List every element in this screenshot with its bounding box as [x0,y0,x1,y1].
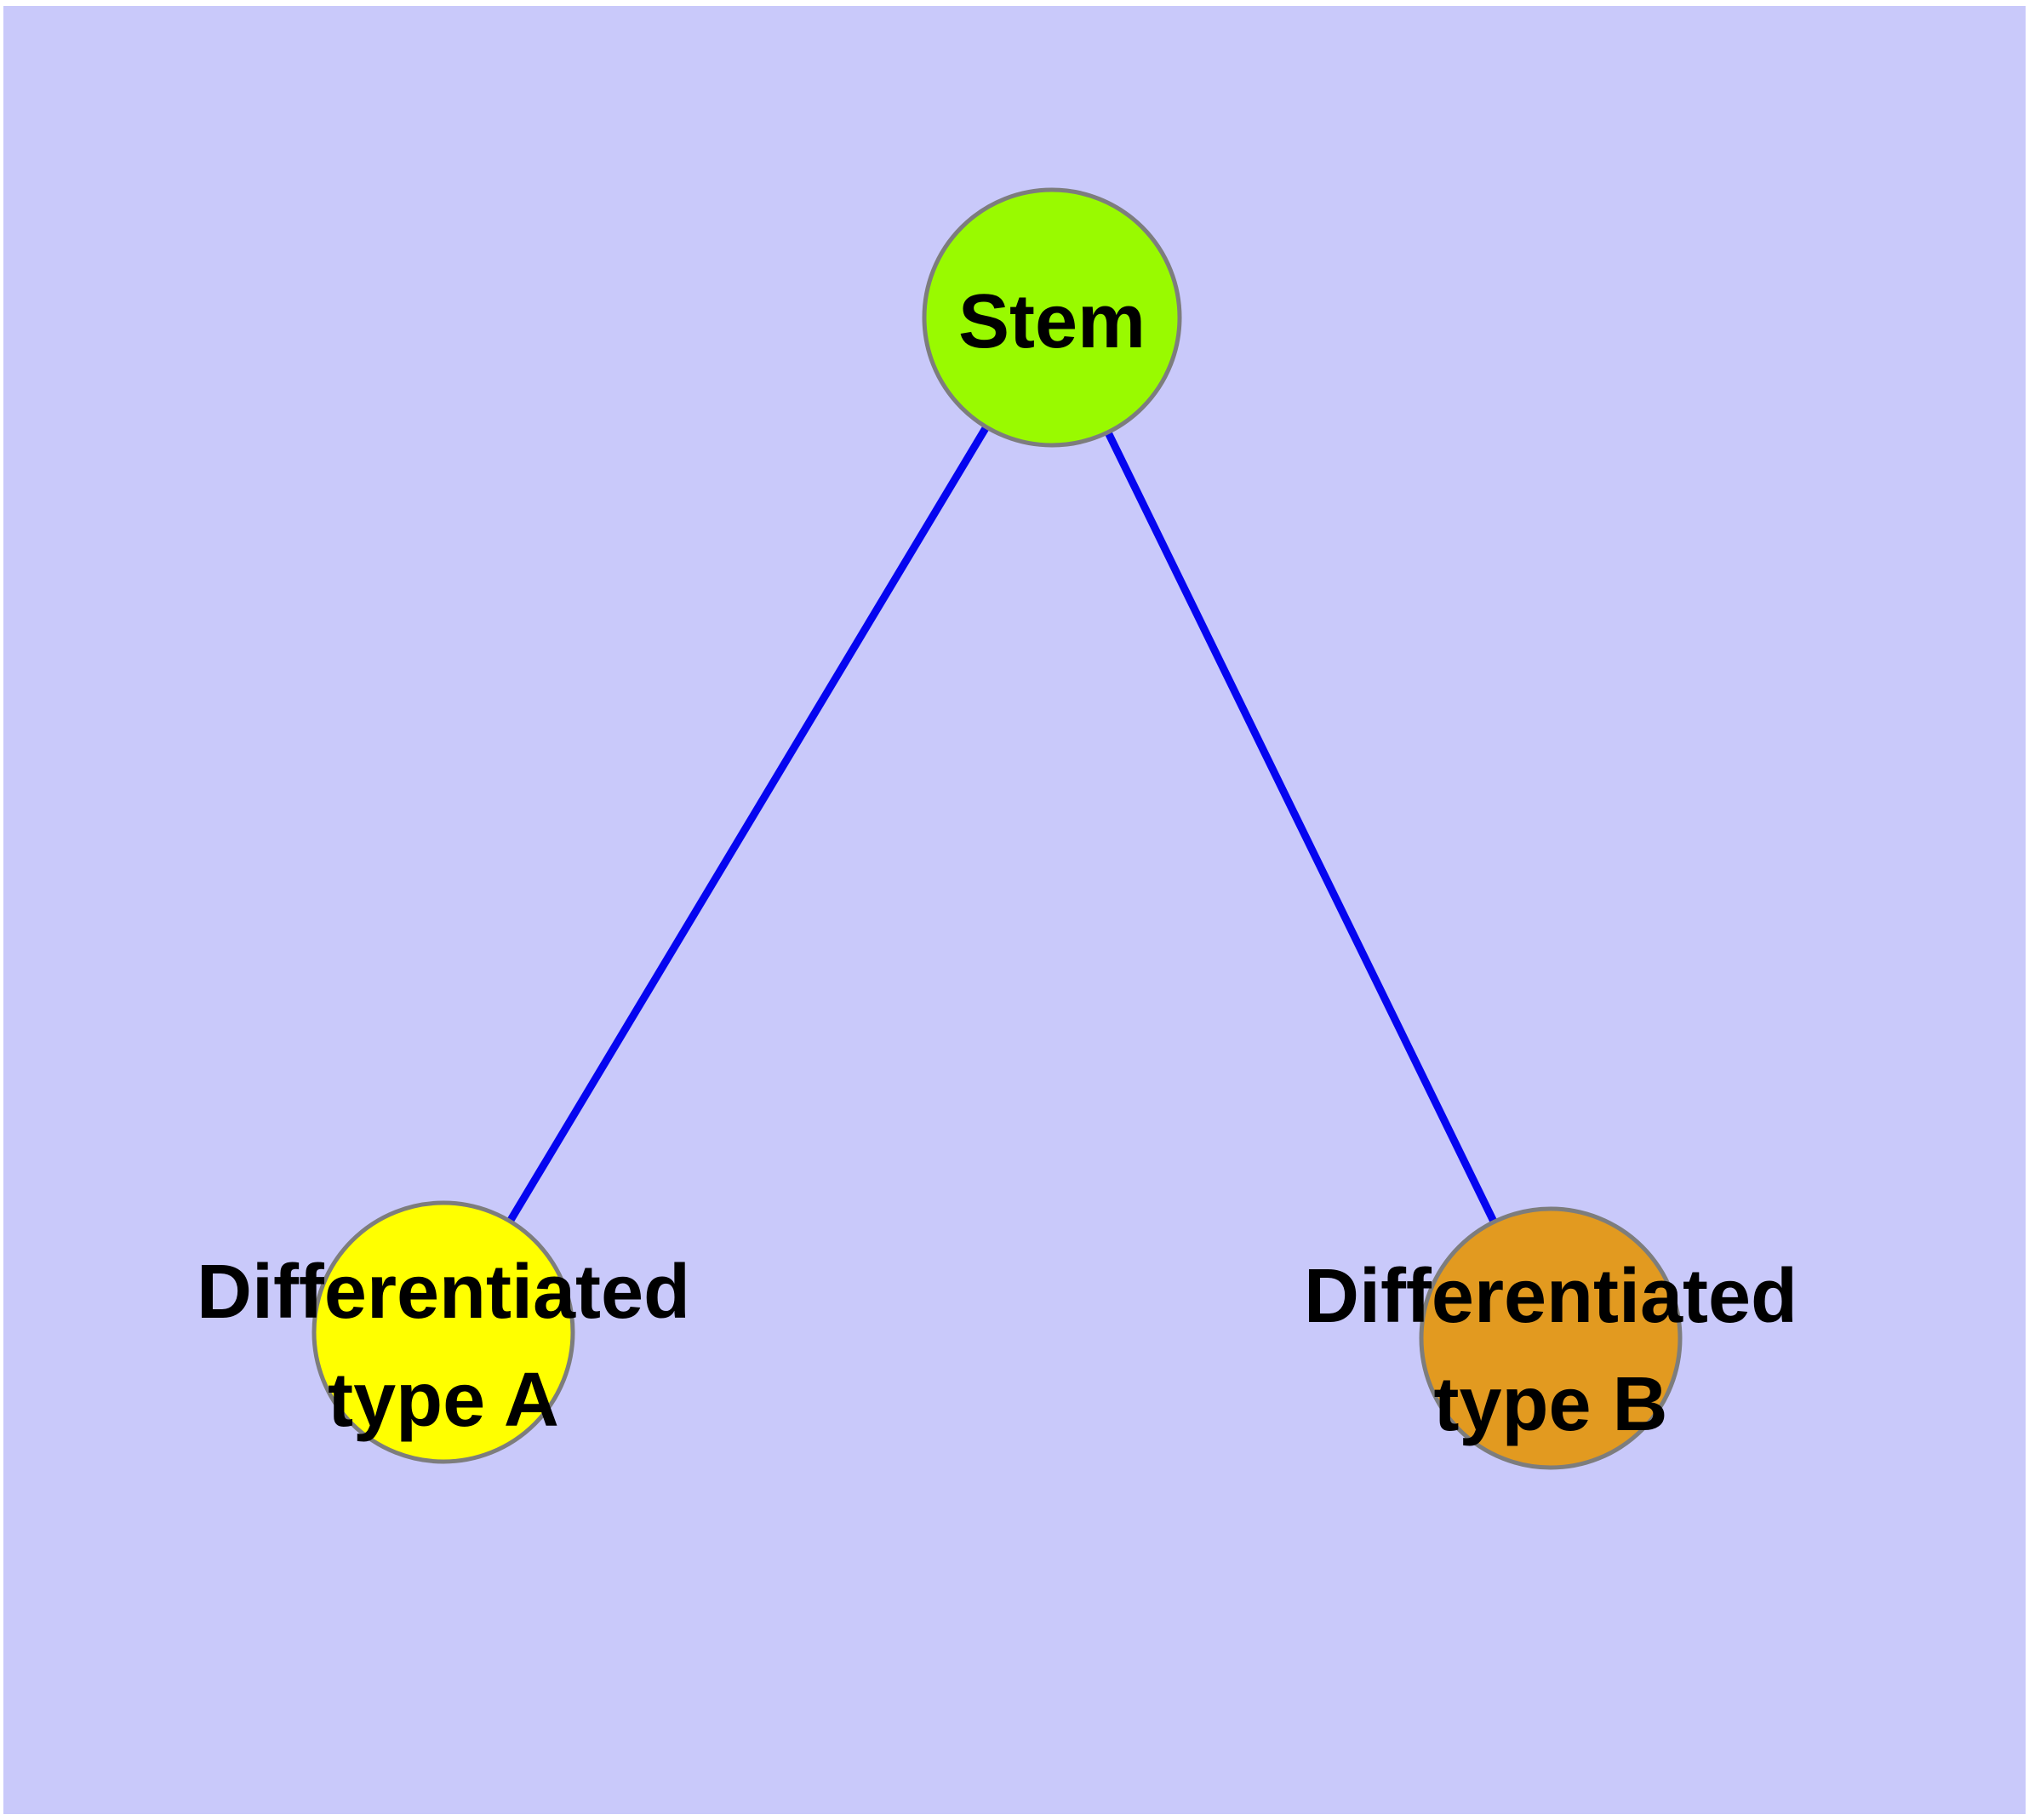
edge-stem-to-type-a [440,315,1055,1335]
node-stem-label: Stem [958,279,1146,364]
node-type-a-label-line2: type A [328,1358,559,1443]
edge-stem-to-type-b [1048,316,1555,1340]
node-stem-circle [922,187,1182,448]
node-type-b-label-line1: Differentiated [1304,1254,1798,1339]
node-type-b-circle [1419,1206,1683,1470]
node-type-a-circle [311,1200,575,1464]
node-type-a-label-line1: Differentiated [197,1250,690,1335]
node-type-b-label-line2: type B [1433,1362,1667,1447]
